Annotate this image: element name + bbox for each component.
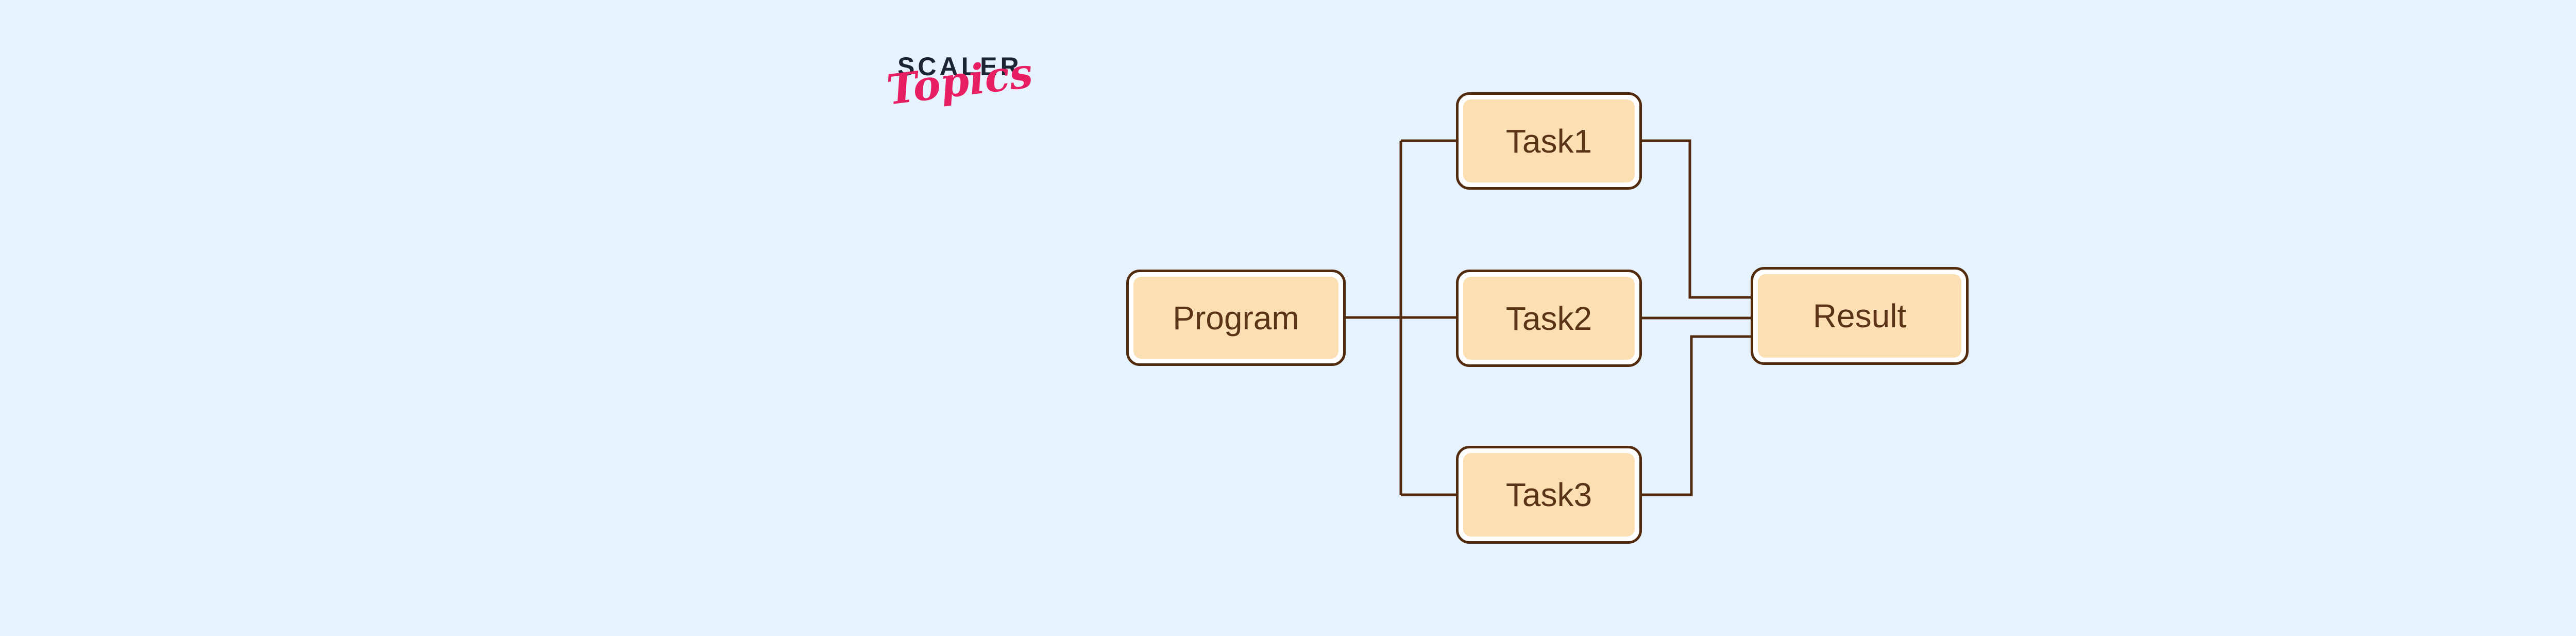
node-result-label: Result <box>1812 297 1907 334</box>
node-result-fill: Result <box>1758 274 1961 358</box>
node-program-label: Program <box>1173 299 1299 337</box>
node-task3-label: Task3 <box>1505 476 1592 513</box>
connector-task1-to-result <box>1641 139 1751 299</box>
node-program-fill: Program <box>1133 277 1338 359</box>
node-task2-fill: Task2 <box>1463 277 1635 360</box>
node-program: Program <box>1126 270 1346 366</box>
node-task1-fill: Task1 <box>1463 99 1635 182</box>
connector-task3-to-result <box>1641 335 1751 496</box>
node-task2-label: Task2 <box>1505 299 1592 337</box>
node-task3: Task3 <box>1456 446 1642 544</box>
node-task1: Task1 <box>1456 92 1642 190</box>
node-task2: Task2 <box>1456 270 1642 367</box>
node-result: Result <box>1751 267 1969 365</box>
node-task1-label: Task1 <box>1505 122 1592 160</box>
scaler-logo-wordmark: SCALER <box>897 52 1022 81</box>
node-task3-fill: Task3 <box>1463 453 1635 537</box>
